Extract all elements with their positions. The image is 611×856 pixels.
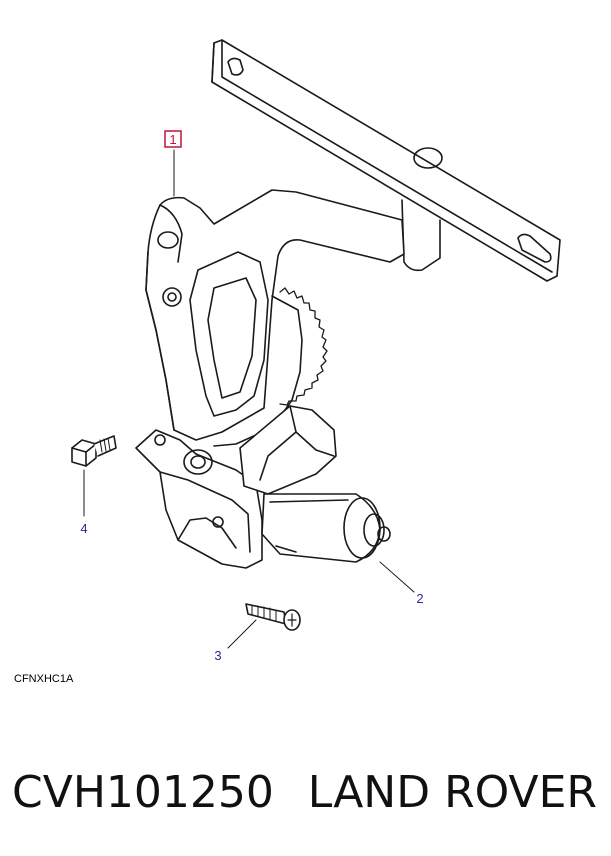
callout-1-label[interactable]: 1 <box>169 132 176 147</box>
bolt-item-4 <box>71 435 117 467</box>
brand-name: LAND ROVER <box>307 766 597 818</box>
window-motor <box>239 405 391 563</box>
callout-3-label[interactable]: 3 <box>214 648 221 663</box>
part-number: CVH101250 <box>12 766 274 818</box>
parts-diagram: 1 2 3 4 CFNXHC1A <box>14 39 561 685</box>
mounting-bracket <box>211 39 561 282</box>
leader-3 <box>227 619 257 649</box>
regulator-plate <box>145 189 405 441</box>
callout-4-label[interactable]: 4 <box>80 521 87 536</box>
gear-sector <box>213 287 328 447</box>
screw-item-3 <box>245 603 301 631</box>
drawing-code: CFNXHC1A <box>14 673 74 685</box>
leader-lines <box>83 149 415 649</box>
part-caption: CVH101250 LAND ROVER <box>0 752 611 832</box>
callout-2-label[interactable]: 2 <box>416 591 423 606</box>
callout-1-box <box>164 130 182 148</box>
leader-2 <box>379 561 415 593</box>
lower-arm <box>135 429 268 569</box>
